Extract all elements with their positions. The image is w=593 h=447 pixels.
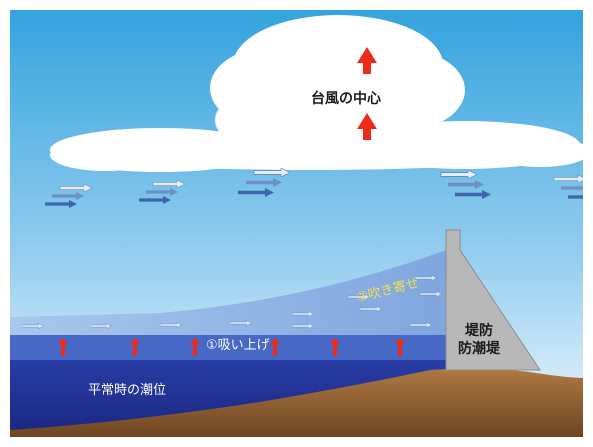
- suction-rise-label: ①吸い上げ: [206, 338, 270, 353]
- up-arrow-icon: [395, 338, 405, 356]
- up-arrow-icon: [270, 338, 280, 356]
- rise-arrows-water: [58, 338, 405, 356]
- suction-rise-band: [10, 335, 446, 360]
- up-arrow-icon: [190, 338, 200, 356]
- up-arrow-icon: [130, 338, 140, 356]
- typhoon-cloud: [50, 15, 583, 172]
- typhoon-center-label: 台風の中心: [311, 91, 381, 107]
- diagram-canvas: [10, 10, 583, 437]
- levee-label-line1: 堤防: [465, 323, 493, 339]
- up-arrow-icon: [330, 338, 340, 356]
- normal-tide-label: 平常時の潮位: [88, 383, 167, 398]
- levee-seawall: [445, 229, 541, 371]
- wind-setup-water: [10, 250, 446, 335]
- seabed: [10, 367, 583, 437]
- up-arrow-icon: [58, 338, 68, 356]
- up-arrow-icon: [357, 113, 377, 140]
- levee-label: 堤防 防潮堤: [458, 322, 500, 358]
- rise-arrows-cloud: [357, 47, 377, 140]
- up-arrow-icon: [357, 47, 377, 74]
- levee-label-line2: 防潮堤: [458, 341, 500, 358]
